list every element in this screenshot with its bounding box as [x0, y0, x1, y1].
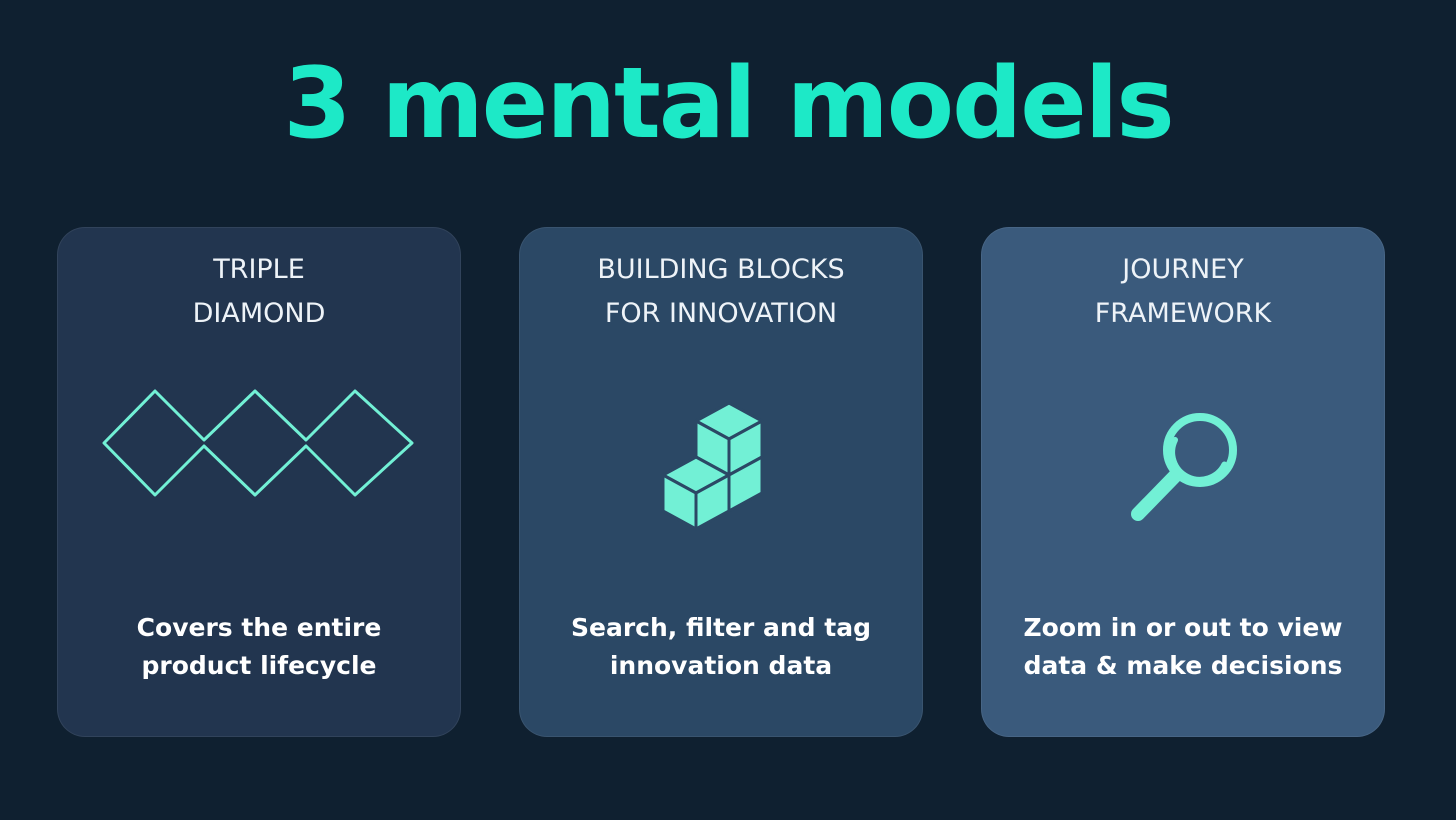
card-heading-line-1: JOURNEY	[1122, 254, 1244, 285]
building-blocks-icon	[520, 388, 922, 558]
triple-diamond-icon	[58, 388, 460, 558]
card-description-line-2: data & make decisions	[1023, 651, 1343, 680]
card-description: Zoom in or out to view data & make decis…	[982, 609, 1384, 685]
card-description-line-1: Search, filter and tag	[571, 613, 871, 642]
card-heading-line-2: FRAMEWORK	[1094, 298, 1272, 329]
card-heading: JOURNEY FRAMEWORK	[982, 248, 1384, 336]
card-triple-diamond: TRIPLE DIAMOND Covers the entire product…	[57, 227, 461, 737]
magnifying-glass-icon	[982, 388, 1384, 558]
card-heading-line-2: FOR INNOVATION	[604, 298, 838, 329]
card-building-blocks: BUILDING BLOCKS FOR INNOVATION Search, f…	[519, 227, 923, 737]
card-heading: BUILDING BLOCKS FOR INNOVATION	[520, 248, 922, 336]
card-description-line-1: Zoom in or out to view	[1023, 613, 1343, 642]
card-description-line-2: innovation data	[609, 651, 833, 680]
card-description-line-2: product lifecycle	[141, 651, 377, 680]
card-description: Covers the entire product lifecycle	[58, 609, 460, 685]
card-heading-line-2: DIAMOND	[192, 298, 326, 329]
card-heading-line-1: BUILDING BLOCKS	[597, 254, 845, 285]
card-description-line-1: Covers the entire	[136, 613, 382, 642]
slide-title: 3 mental models	[283, 47, 1174, 161]
card-journey-framework: JOURNEY FRAMEWORK Zoom in or out to view…	[981, 227, 1385, 737]
card-heading: TRIPLE DIAMOND	[58, 248, 460, 336]
card-heading-line-1: TRIPLE	[213, 254, 305, 285]
card-description: Search, filter and tag innovation data	[520, 609, 922, 685]
